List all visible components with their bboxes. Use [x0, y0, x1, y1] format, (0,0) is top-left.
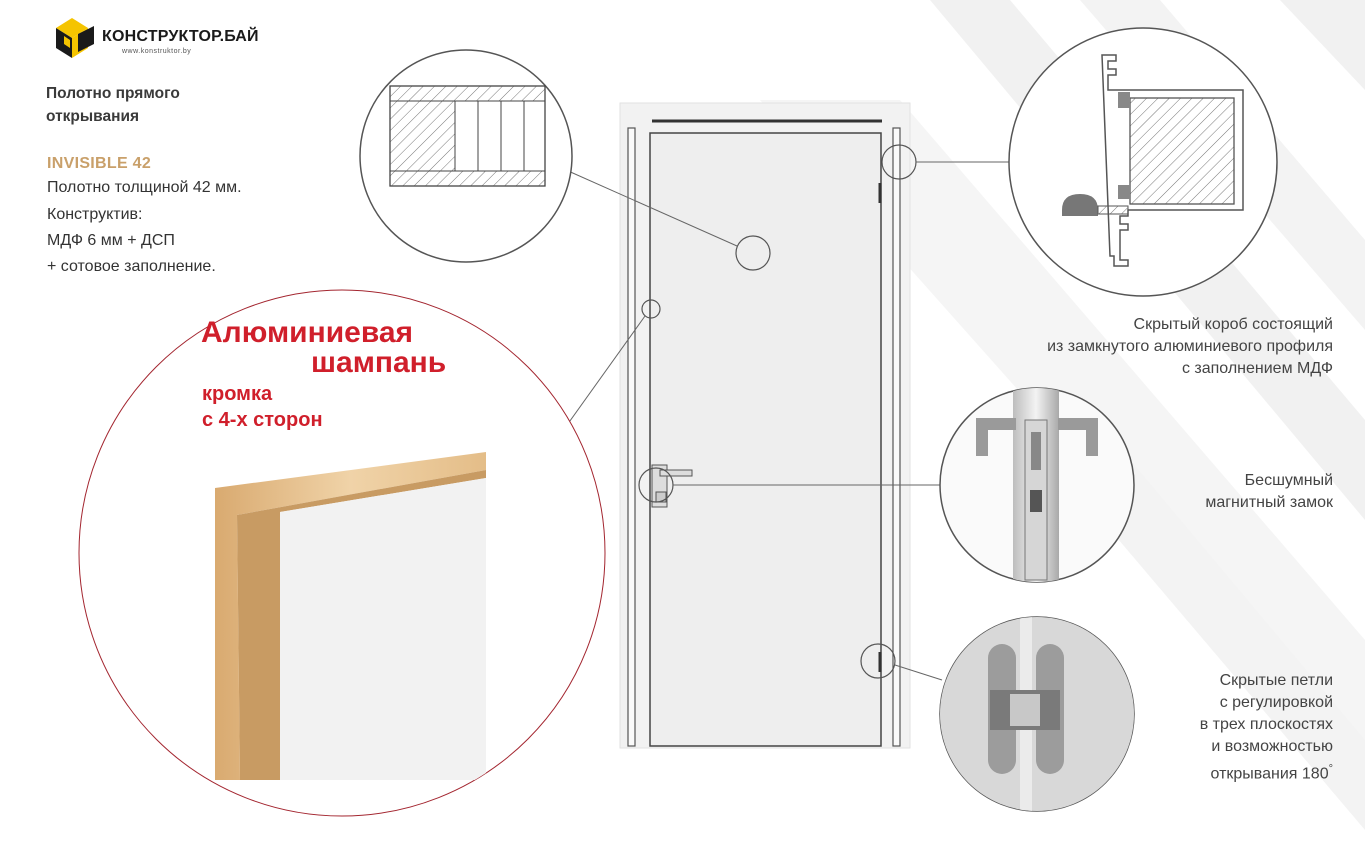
lock-label-line-2: магнитный замок: [1205, 494, 1333, 511]
hinge-label-line-5-text: открывания 180: [1210, 765, 1329, 783]
spec-line-4: + сотовое заполнение.: [47, 258, 216, 275]
edge-detail: [78, 289, 606, 817]
door-frame: [619, 102, 911, 749]
hinge-label: Скрытые петли с регулировкой в трех плос…: [1133, 670, 1333, 785]
lock-label-line-1: Бесшумный: [1244, 472, 1333, 489]
title-line-2: открывания: [46, 108, 140, 125]
hinge-detail: [939, 616, 1135, 812]
edge-title-line-1: Алюминиевая: [201, 316, 414, 349]
box-profile-detail: [1008, 27, 1278, 297]
spec-line-1: Полотно толщиной 42 мм.: [47, 179, 242, 196]
brand-name: КОНСТРУКТОР.БАЙ: [102, 28, 259, 45]
brand-url: www.konstruktor.by: [122, 48, 192, 55]
hinge-label-line-4: и возможностью: [1211, 738, 1333, 755]
edge-sub-line-1: кромка: [202, 383, 273, 405]
brand-logo[interactable]: КОНСТРУКТОР.БАЙ www.konstruktor.by: [50, 14, 259, 62]
hinge-label-line-2: с регулировкой: [1219, 694, 1333, 711]
section-detail: [359, 49, 573, 263]
box-label: Скрытый короб состоящий из замкнутого ал…: [993, 314, 1333, 380]
edge-title-line-2: шампань: [311, 346, 447, 379]
degree-sign: °: [1328, 763, 1333, 775]
door-handle: [651, 464, 693, 508]
title-line-1: Полотно прямого: [46, 85, 180, 102]
hinge-label-line-5: открывания 180°: [1133, 758, 1333, 785]
box-label-line-2: из замкнутого алюминиевого профиля: [1047, 338, 1333, 355]
lock-detail: [939, 387, 1135, 583]
hinge-label-line-3: в трех плоскостях: [1199, 716, 1333, 733]
edge-sub-line-2: с 4-х сторон: [202, 409, 323, 431]
spec-line-2: Конструктив:: [47, 206, 143, 223]
lock-label: Бесшумный магнитный замок: [1133, 470, 1333, 514]
box-label-line-3: с заполнением МДФ: [1181, 360, 1333, 377]
model-name: INVISIBLE 42: [47, 155, 152, 172]
hinge-label-line-1: Скрытые петли: [1219, 672, 1333, 689]
box-label-line-1: Скрытый короб состоящий: [1133, 316, 1333, 333]
spec-line-3: МДФ 6 мм + ДСП: [47, 232, 175, 249]
page-title: Полотно прямого открывания: [46, 82, 180, 128]
logo-mark-icon: [56, 18, 94, 58]
